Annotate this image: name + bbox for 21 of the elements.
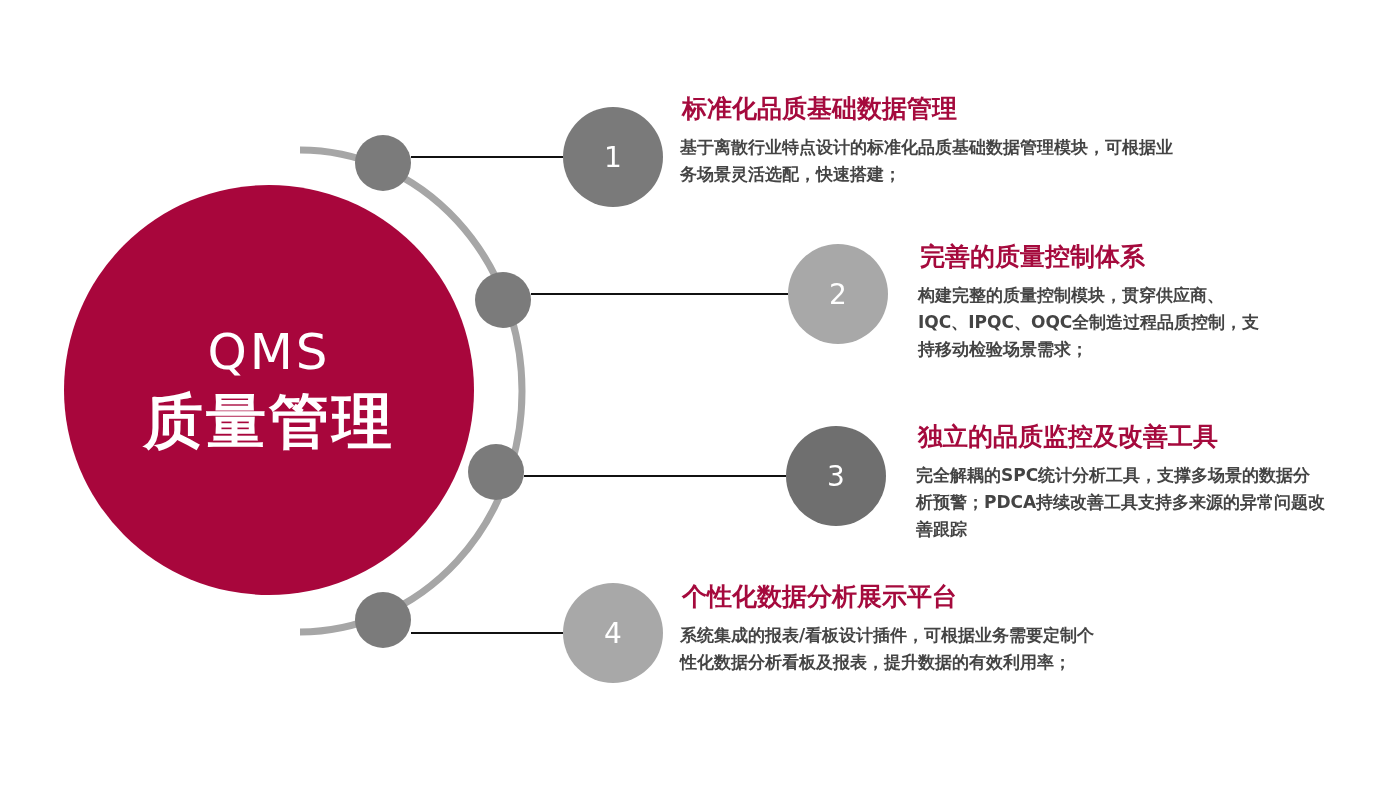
step-number: 4 bbox=[604, 616, 622, 650]
section-heading: 个性化数据分析展示平台 bbox=[682, 581, 957, 613]
step-number: 1 bbox=[604, 140, 622, 174]
step-number: 2 bbox=[829, 277, 847, 311]
main-title: 质量管理 bbox=[143, 384, 395, 458]
connector-line bbox=[530, 293, 789, 295]
section-heading: 标准化品质基础数据管理 bbox=[682, 93, 957, 125]
section-description: 系统集成的报表/看板设计插件，可根据业务需要定制个性化数据分析看板及报表，提升数据的有效利用率； bbox=[680, 624, 1096, 674]
section-description: 完全解耦的SPC统计分析工具，支撑多场景的数据分析预警；PDCA持续改善工具支持多来源的异常问题改善跟踪 bbox=[916, 464, 1326, 541]
section-description: 构建完整的质量控制模块，贯穿供应商、IQC、IPQC、OQC全制造过程品质控制，支持移动检验场景需求； bbox=[918, 284, 1261, 361]
connector-line bbox=[523, 475, 787, 477]
step-number: 3 bbox=[827, 459, 845, 493]
section-description: 基于离散行业特点设计的标准化品质基础数据管理模块，可根据业务场景灵活选配，快速搭建； bbox=[680, 136, 1174, 186]
dot-marker bbox=[355, 592, 411, 648]
main-title: QMS bbox=[207, 322, 331, 384]
section-heading: 独立的品质监控及改善工具 bbox=[918, 421, 1218, 453]
dot-marker bbox=[475, 272, 531, 328]
dot-marker bbox=[355, 135, 411, 191]
section-heading: 完善的质量控制体系 bbox=[920, 241, 1145, 273]
connector-line bbox=[410, 156, 564, 158]
dot-marker bbox=[468, 444, 524, 500]
